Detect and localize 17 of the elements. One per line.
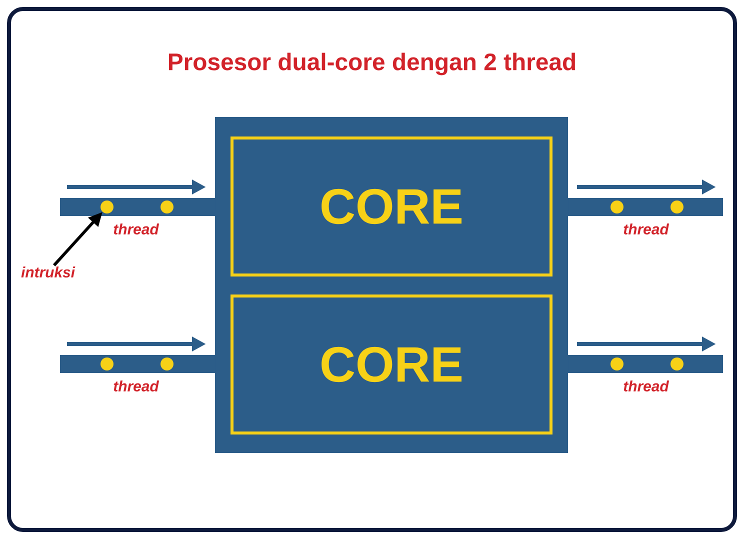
instruction-dot	[160, 200, 174, 214]
thread-label: thread	[624, 380, 670, 392]
thread-label: thread	[114, 380, 160, 392]
core-box: CORE	[230, 294, 552, 434]
thread-label: thread	[624, 224, 670, 234]
callout-text: intruksi	[21, 266, 76, 278]
instruction-dot	[160, 358, 174, 370]
instruction-dot	[100, 200, 114, 214]
instruction-dot	[670, 200, 684, 214]
processor-box	[215, 117, 568, 453]
instruction-dot	[610, 358, 624, 370]
instruction-dot	[610, 200, 624, 214]
instruction-dot	[670, 358, 684, 370]
instruction-dot	[100, 358, 114, 370]
thread-label: thread	[114, 224, 160, 234]
title: Prosesor dual-core dengan 2 thread	[168, 52, 576, 76]
core-box: CORE	[230, 136, 552, 276]
